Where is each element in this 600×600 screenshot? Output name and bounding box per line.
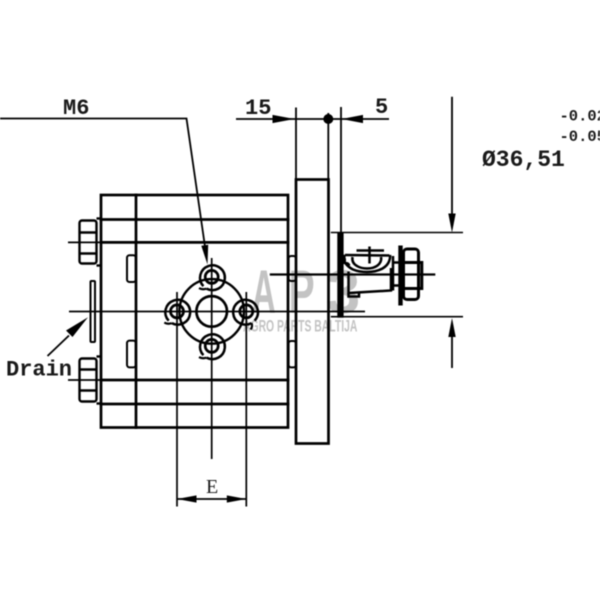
svg-text:M6: M6 <box>63 96 89 121</box>
svg-text:5: 5 <box>375 95 388 120</box>
svg-text:AGRO PARTS BALTIJA: AGRO PARTS BALTIJA <box>243 317 357 335</box>
svg-text:-0.02: -0.02 <box>560 108 600 126</box>
svg-text:-0.05: -0.05 <box>560 128 600 146</box>
svg-text:Drain: Drain <box>6 358 72 383</box>
svg-text:P: P <box>289 258 315 326</box>
svg-text:A: A <box>252 260 276 327</box>
svg-text:E: E <box>206 476 218 498</box>
svg-text:Ø36,51: Ø36,51 <box>482 147 565 173</box>
svg-text:15: 15 <box>245 96 271 121</box>
